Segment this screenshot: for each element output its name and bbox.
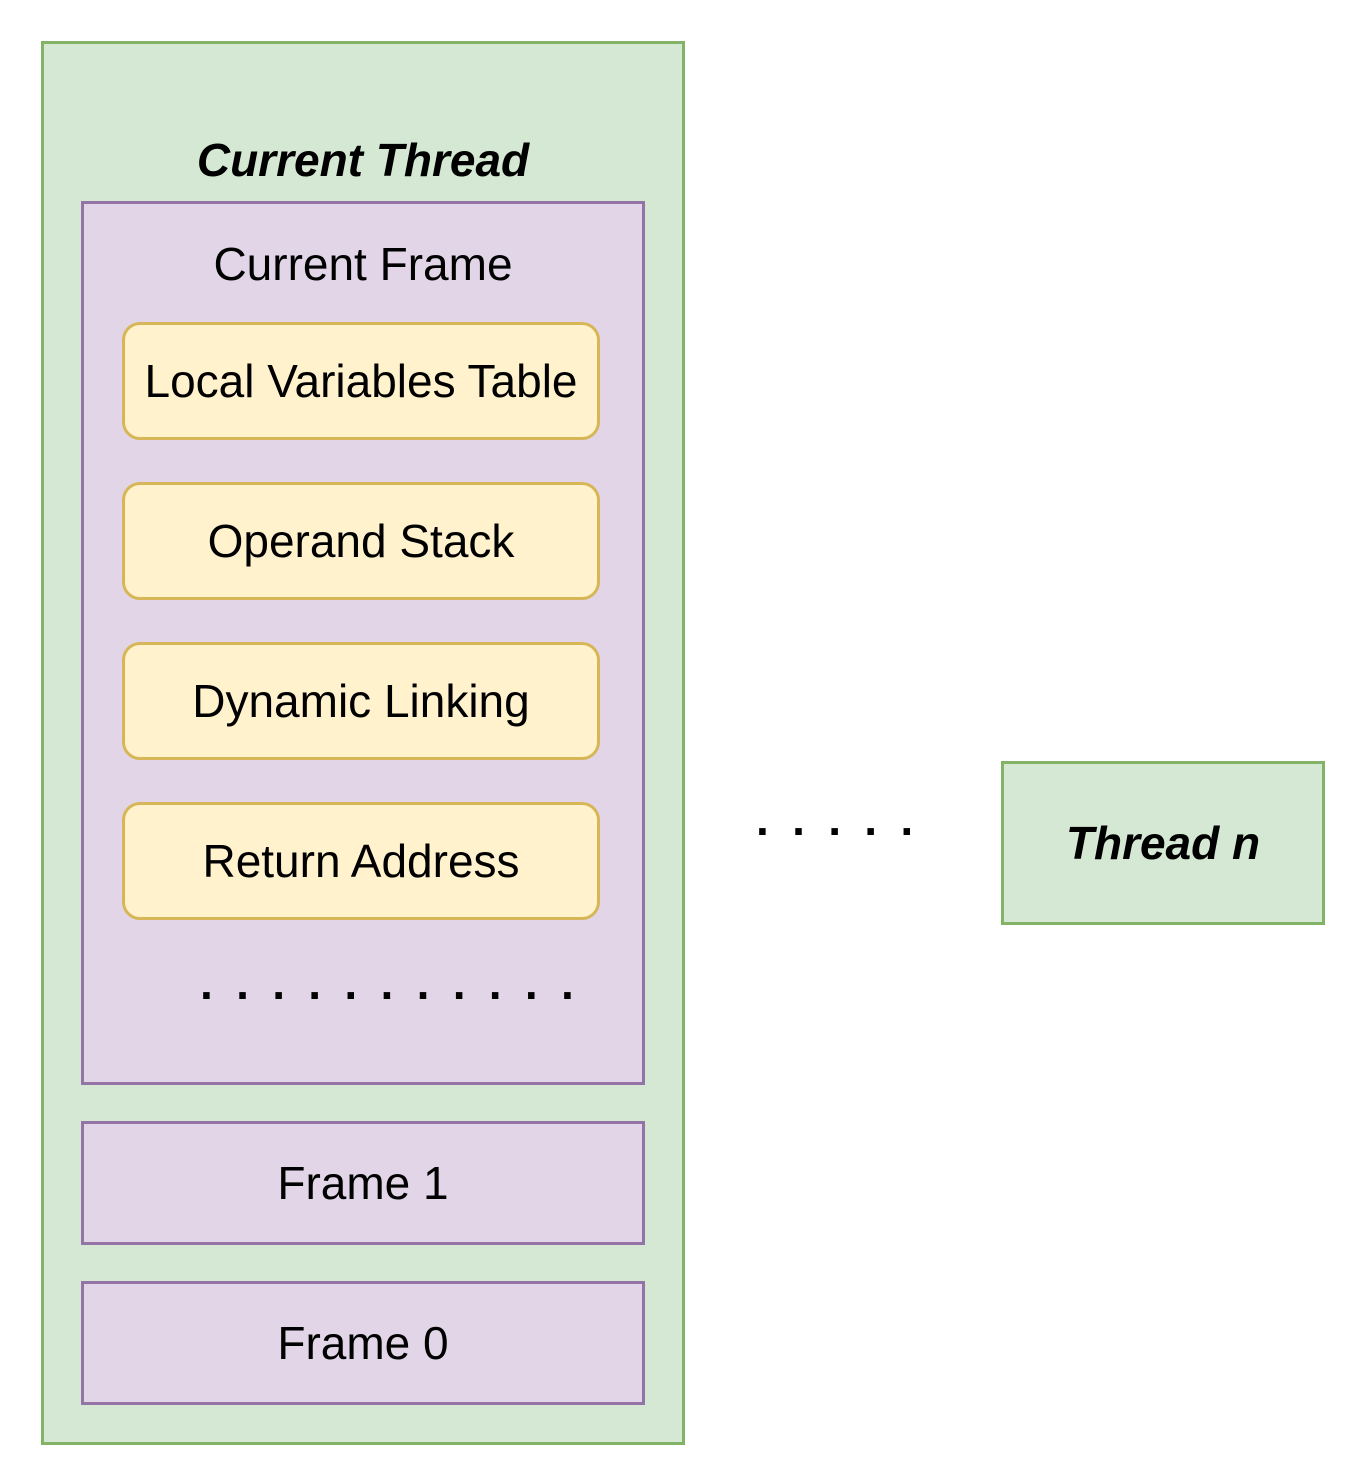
frame-1-box: Frame 1 [81,1121,645,1245]
return-address-box: Return Address [122,802,600,920]
current-thread-title: Current Thread [196,134,530,186]
current-frame-title: Current Frame [213,238,513,290]
frame-0-box: Frame 0 [81,1281,645,1405]
local-variables-table-box: Local Variables Table [122,322,600,440]
dynamic-linking-box: Dynamic Linking [122,642,600,760]
current-frame-box: Current Frame Local Variables Table Oper… [81,201,645,1085]
threads-ellipsis: · · · · · [756,805,920,857]
operand-stack-box: Operand Stack [122,482,600,600]
frame-contents-ellipsis: · · · · · · · · · · · [200,969,581,1021]
thread-n-box: Thread n [1001,761,1325,925]
